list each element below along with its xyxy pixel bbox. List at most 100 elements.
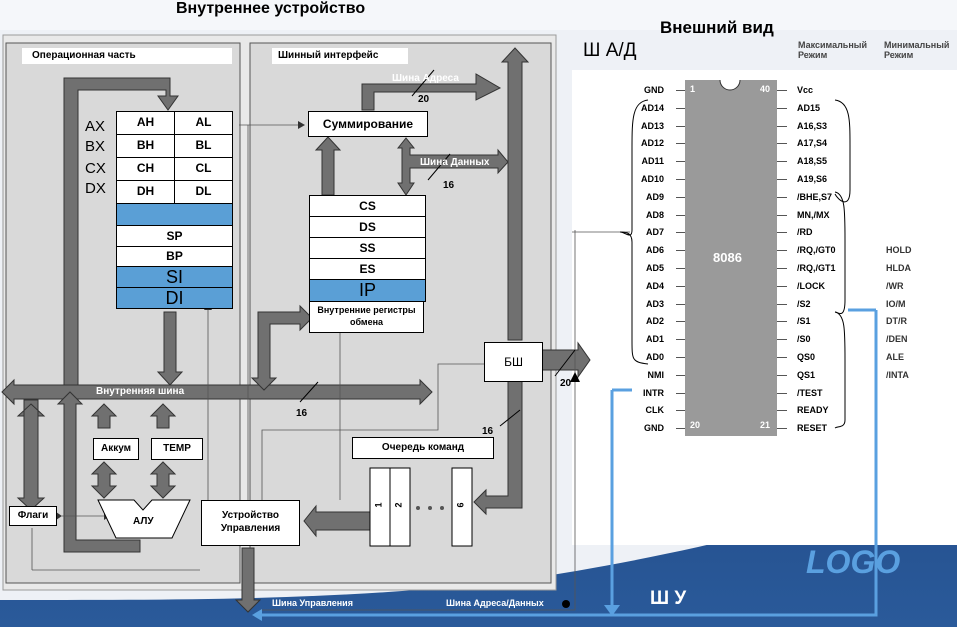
pin-left: AD1 <box>645 334 664 345</box>
pin-left: AD8 <box>645 209 664 220</box>
queue-cell-6 <box>451 467 473 547</box>
temp-arrow-up <box>149 403 177 429</box>
pin-min: /DEN <box>886 334 908 345</box>
shu-left-arrowhead <box>252 609 262 621</box>
reg-di: DI <box>116 287 233 309</box>
pin-left: AD3 <box>645 298 664 309</box>
pin-left: AD13 <box>640 120 664 131</box>
pin-left: AD10 <box>640 174 664 184</box>
ctl-bus-label: Шина Управления <box>272 598 353 608</box>
akkum-arrow-up <box>90 403 118 429</box>
reg-al: AL <box>174 111 233 135</box>
pin-min: ALE <box>886 352 904 362</box>
pin-right-lead <box>777 321 787 323</box>
pin-num-20: 20 <box>690 420 701 430</box>
queue-cell-2 <box>389 467 411 547</box>
temp-box: TEMP <box>151 438 203 460</box>
flags-box: Флаги <box>9 506 57 526</box>
ext-ad-line <box>260 230 576 611</box>
pin-right: /RQ,/GT1 <box>797 263 836 273</box>
reg-blank <box>116 203 233 226</box>
pin-right-lead <box>777 90 787 91</box>
pin-right-lead <box>777 179 787 180</box>
pin-left-lead <box>676 250 685 252</box>
reg-dh: DH <box>116 180 175 204</box>
reg-dl: DL <box>174 180 233 204</box>
alu-shape <box>97 499 191 539</box>
pin-right-lead <box>777 410 787 412</box>
internal-bus-arrow <box>1 378 433 406</box>
queue-cu-arrow <box>303 504 371 538</box>
pin-right: QS0 <box>797 352 816 362</box>
pin-right: /LOCK <box>797 280 825 291</box>
queue-dot <box>428 506 432 510</box>
pin-left-lead <box>676 268 685 269</box>
pin-left: AD6 <box>645 245 664 256</box>
reg-ah: AH <box>116 111 175 135</box>
addr-slash <box>411 69 435 97</box>
bsh-ext-arrow <box>541 341 591 379</box>
pin-right-lead <box>777 196 787 198</box>
int-bus-label: Внутренняя шина <box>96 386 185 397</box>
alu-loop-arrow <box>56 391 141 553</box>
alu-label: АЛУ <box>133 516 154 527</box>
gp-label-dx: DX <box>85 180 106 197</box>
title-external: Внешний вид <box>660 18 774 37</box>
pin-num-40: 40 <box>760 84 771 94</box>
cu-ctl-arrow <box>234 547 262 613</box>
logo: LOGO <box>806 544 901 580</box>
bsh-vertical-arrow <box>500 47 530 341</box>
mode-max-label: Максимальный Режим <box>798 40 867 60</box>
pin-left-lead <box>676 196 685 198</box>
pin-min: /INTA <box>886 369 909 380</box>
gp-label-bx: BX <box>85 138 106 155</box>
pin-right-lead <box>777 303 787 305</box>
pin-right: QS1 <box>797 369 816 380</box>
reg-ds: DS <box>309 216 426 238</box>
pin-left-lead <box>676 125 685 127</box>
pin-right-lead <box>777 285 787 287</box>
pin-left: AD2 <box>645 316 664 327</box>
bsh-down-slash <box>499 409 521 427</box>
pin-left-lead <box>676 179 685 180</box>
pin-right-lead <box>777 428 787 430</box>
pin-right: A16,S3 <box>797 120 828 131</box>
pin-left: INTR <box>643 387 664 398</box>
ad-up-arrowhead <box>570 372 580 382</box>
pin-left: NMI <box>647 369 665 380</box>
reg-ch: CH <box>116 157 175 181</box>
pin-right: RESET <box>797 423 828 434</box>
pin-left: CLK <box>645 405 665 416</box>
data-bus-arrow <box>396 137 509 196</box>
pin-left-lead <box>676 303 685 305</box>
gp-label-cx: CX <box>85 160 106 177</box>
akkum-box: Аккум <box>93 438 139 460</box>
reg-bl: BL <box>174 134 233 158</box>
pin-right: /S2 <box>797 298 811 309</box>
bus-to-ifregs-arrow <box>250 304 313 391</box>
reg-cs: CS <box>309 195 426 217</box>
ad-bus-dot <box>562 600 570 608</box>
pin-right-lead <box>777 250 787 252</box>
pin-num-21: 21 <box>760 420 771 430</box>
queue-dot <box>440 506 444 510</box>
chip-notch <box>719 79 741 91</box>
summ-box: Суммирование <box>308 111 428 137</box>
pin-left: AD9 <box>645 191 664 202</box>
num-20b: 20 <box>560 378 572 389</box>
pin-left-lead <box>676 161 685 163</box>
pin-left-lead <box>676 428 685 430</box>
pin-num-1: 1 <box>690 84 696 94</box>
reg-bp: BP <box>116 246 233 267</box>
pin-left: AD7 <box>645 227 664 238</box>
shu-arrowhead <box>604 605 620 616</box>
pin-right: /RQ,/GT0 <box>797 245 836 256</box>
pin-left-lead <box>676 392 685 394</box>
pin-right-lead <box>777 268 787 269</box>
reg-si: SI <box>116 266 233 288</box>
pin-min: IO/M <box>886 298 906 309</box>
pin-right-lead <box>777 392 787 394</box>
summ-addr-arrow <box>361 73 502 111</box>
pin-right-lead <box>777 214 787 216</box>
queue-label: Очередь команд <box>352 437 494 459</box>
